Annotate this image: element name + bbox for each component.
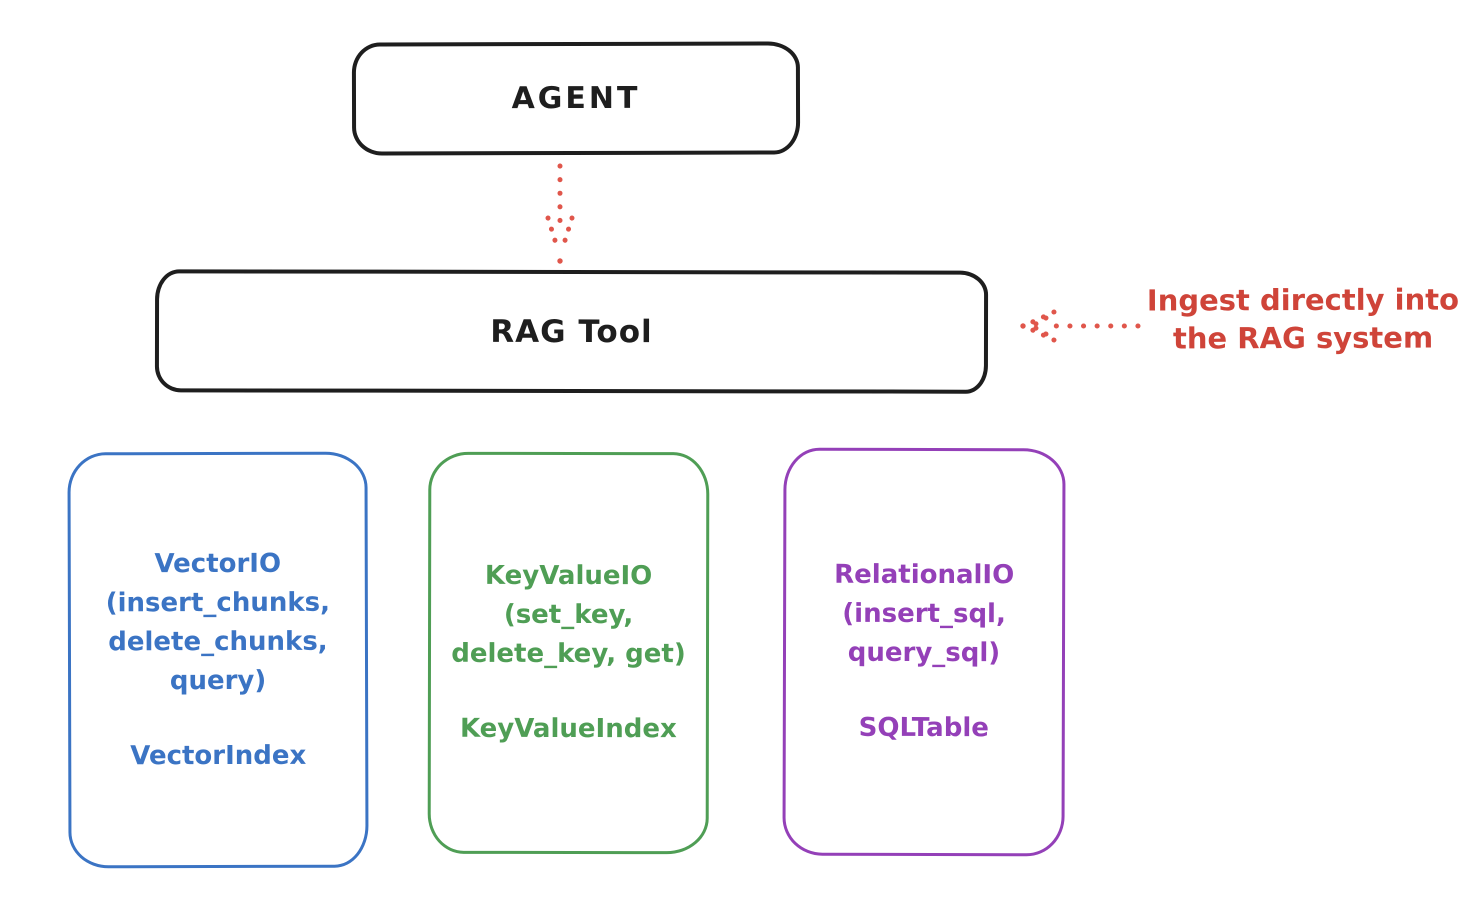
ingest-annotation-line1: Ingest directly into [1146, 282, 1460, 318]
rag-tool-node: RAG Tool [154, 269, 989, 394]
vector-io-title: VectorIO [154, 548, 282, 579]
rag-tool-label: RAG Tool [490, 313, 653, 350]
keyvalue-io-node: KeyValueIO (set_key, delete_key, get) Ke… [427, 451, 710, 855]
relational-io-node: RelationalIO (insert_sql, query_sql) SQL… [782, 447, 1066, 857]
ingest-annotation-line2: the RAG system [1172, 320, 1434, 356]
vector-io-args-1: (insert_chunks, [105, 587, 331, 618]
vector-io-node: VectorIO (insert_chunks, delete_chunks, … [67, 451, 369, 869]
dotted-arrow-down-icon [545, 163, 575, 264]
vector-io-args-2: delete_chunks, [108, 626, 328, 657]
keyvalue-io-args-1: (set_key, [503, 599, 634, 631]
relational-io-args-1: (insert_sql, [842, 598, 1006, 630]
agent-node: AGENT [351, 41, 801, 156]
vector-index-label: VectorIndex [130, 740, 307, 771]
agent-label: AGENT [511, 80, 641, 117]
relational-io-title: RelationalIO [834, 559, 1015, 591]
ingest-annotation: Ingest directly into the RAG system [1130, 280, 1476, 357]
keyvalue-io-title: KeyValueIO [484, 560, 653, 592]
dotted-arrow-left-icon [1020, 309, 1141, 343]
relational-io-args-2: query_sql) [847, 637, 1001, 669]
sql-table-label: SQLTable [858, 712, 989, 744]
vector-io-args-3: query) [169, 665, 267, 696]
keyvalue-io-args-2: delete_key, get) [451, 638, 686, 670]
keyvalue-index-label: KeyValueIndex [459, 713, 677, 745]
